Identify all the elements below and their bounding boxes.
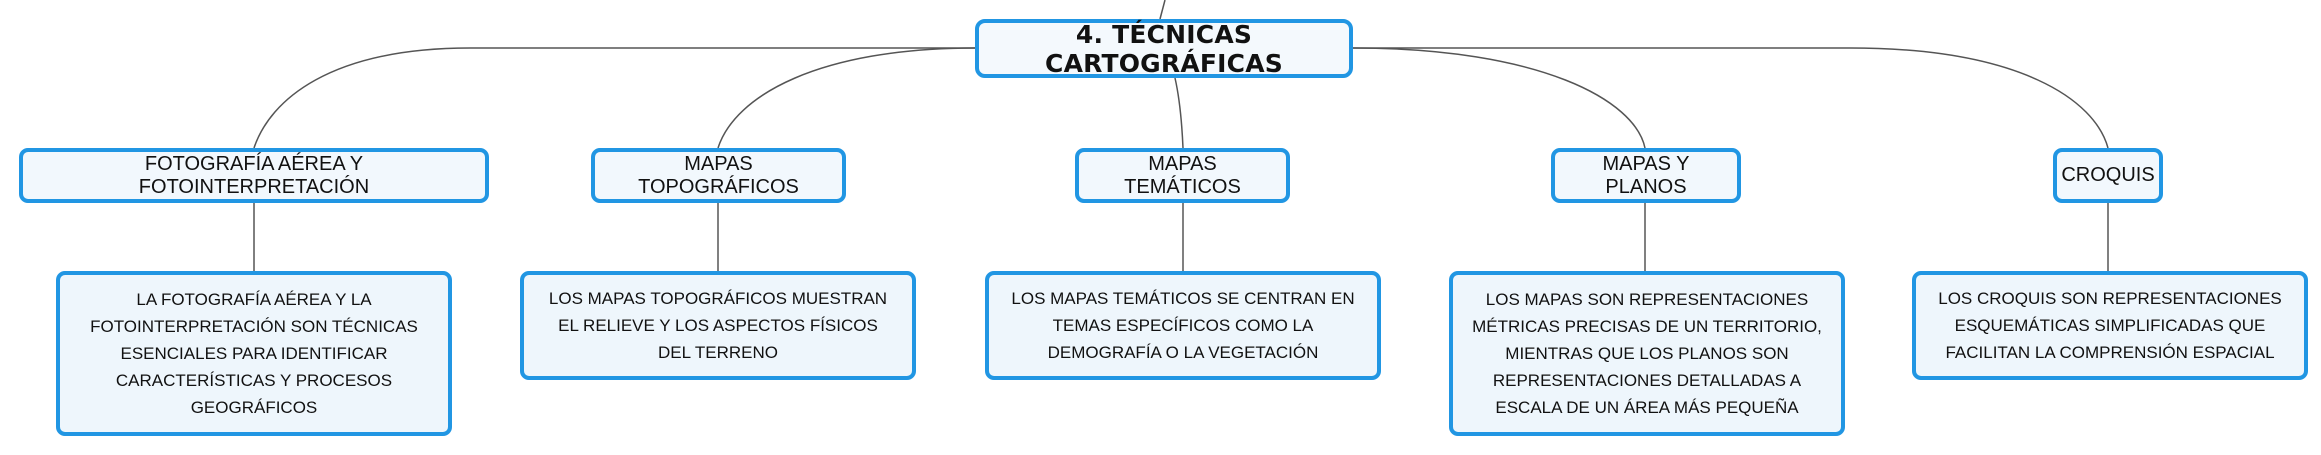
branch-label: MAPAS TEMÁTICOS — [1124, 152, 1241, 198]
description-text: LOS MAPAS SON REPRESENTACIONES MÉTRICAS … — [1472, 290, 1822, 417]
branch-label: FOTOGRAFÍA AÉREA Y FOTOINTERPRETACIÓN — [138, 152, 370, 198]
parent-connector — [1159, 0, 1166, 20]
branch-fotografia-aerea[interactable]: FOTOGRAFÍA AÉREA Y FOTOINTERPRETACIÓN — [19, 148, 489, 203]
connector-branch-3 — [1174, 77, 1184, 149]
branch-mapas-tematicos[interactable]: MAPAS TEMÁTICOS — [1075, 148, 1290, 203]
root-topic[interactable]: 4. TÉCNICAS CARTOGRÁFICAS — [975, 19, 1353, 78]
description-mapas-y-planos[interactable]: LOS MAPAS SON REPRESENTACIONES MÉTRICAS … — [1449, 271, 1845, 436]
branch-label: MAPAS Y PLANOS — [1602, 152, 1690, 198]
branch-label: MAPAS TOPOGRÁFICOS — [638, 152, 799, 198]
connector-branch-5 — [1353, 47, 2109, 149]
description-fotografia-aerea[interactable]: LA FOTOGRAFÍA AÉREA Y LA FOTOINTERPRETAC… — [56, 271, 452, 436]
root-topic-label: 4. TÉCNICAS CARTOGRÁFICAS — [1045, 19, 1283, 78]
description-text: LOS MAPAS TEMÁTICOS SE CENTRAN EN TEMAS … — [1011, 289, 1355, 362]
connector-branch-2 — [717, 47, 976, 149]
description-mapas-tematicos[interactable]: LOS MAPAS TEMÁTICOS SE CENTRAN EN TEMAS … — [985, 271, 1381, 380]
connector-branch-4 — [1352, 47, 1646, 149]
branch-croquis[interactable]: CROQUIS — [2053, 148, 2163, 203]
description-croquis[interactable]: LOS CROQUIS SON REPRESENTACIONES ESQUEMÁ… — [1912, 271, 2308, 380]
description-text: LOS MAPAS TOPOGRÁFICOS MUESTRAN EL RELIE… — [548, 289, 888, 362]
branch-label: CROQUIS — [2061, 164, 2155, 186]
description-mapas-topograficos[interactable]: LOS MAPAS TOPOGRÁFICOS MUESTRAN EL RELIE… — [520, 271, 916, 380]
branch-mapas-y-planos[interactable]: MAPAS Y PLANOS — [1551, 148, 1741, 203]
connector-branch-1 — [253, 47, 975, 149]
branch-mapas-topograficos[interactable]: MAPAS TOPOGRÁFICOS — [591, 148, 846, 203]
description-text: LA FOTOGRAFÍA AÉREA Y LA FOTOINTERPRETAC… — [90, 290, 418, 417]
description-text: LOS CROQUIS SON REPRESENTACIONES ESQUEMÁ… — [1938, 289, 2282, 362]
